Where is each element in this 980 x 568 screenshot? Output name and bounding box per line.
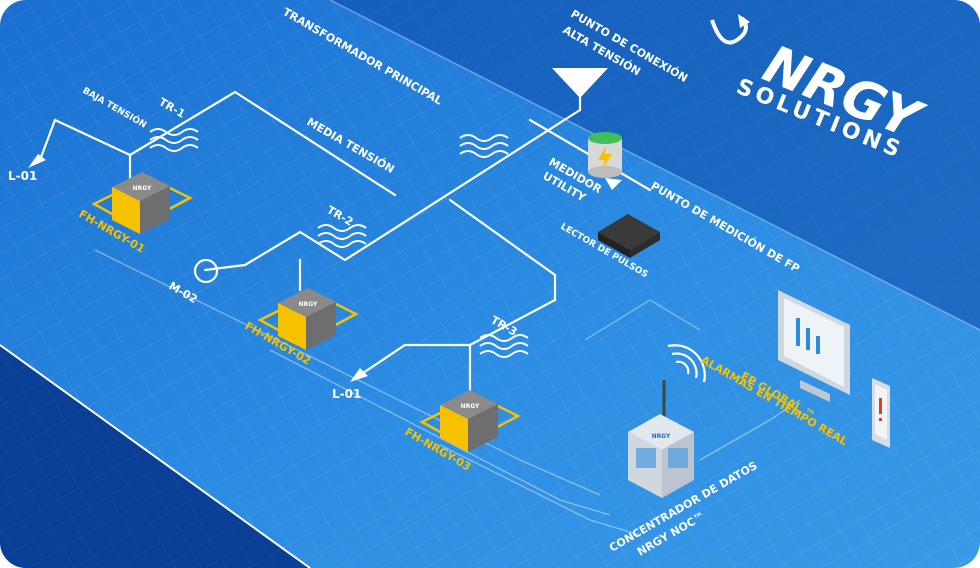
fh-box-logo: NRGY	[299, 301, 318, 308]
transformer-icon	[149, 128, 529, 358]
fh-nrgy-01-device: NRGY	[91, 172, 193, 234]
fh-nrgy-02-device: NRGY	[257, 288, 359, 350]
fh-box-logo: NRGY	[133, 185, 152, 192]
alarm-phone-icon	[872, 378, 890, 448]
pulse-reader-device	[598, 214, 660, 258]
fh-box-logo: NRGY	[461, 403, 480, 410]
hv-connection-point-icon	[552, 68, 608, 98]
upper-band-edge-line	[329, 0, 980, 331]
label-l01-top: L-01	[8, 169, 37, 183]
m02-meter-icon	[193, 258, 219, 284]
data-links	[94, 249, 801, 536]
power-lines	[38, 86, 652, 397]
data-concentrator-device: NRGY	[628, 344, 706, 498]
concentrator-logo: NRGY	[652, 433, 671, 440]
label-l01-bottom: L-01	[332, 387, 361, 401]
arrow-icon	[28, 154, 622, 382]
fh-nrgy-03-device: NRGY	[419, 390, 521, 452]
upper-dark-band	[330, 0, 980, 330]
utility-meter-icon	[588, 132, 622, 178]
fp-global-monitor-icon	[778, 290, 850, 402]
band-edge-line	[0, 344, 311, 568]
